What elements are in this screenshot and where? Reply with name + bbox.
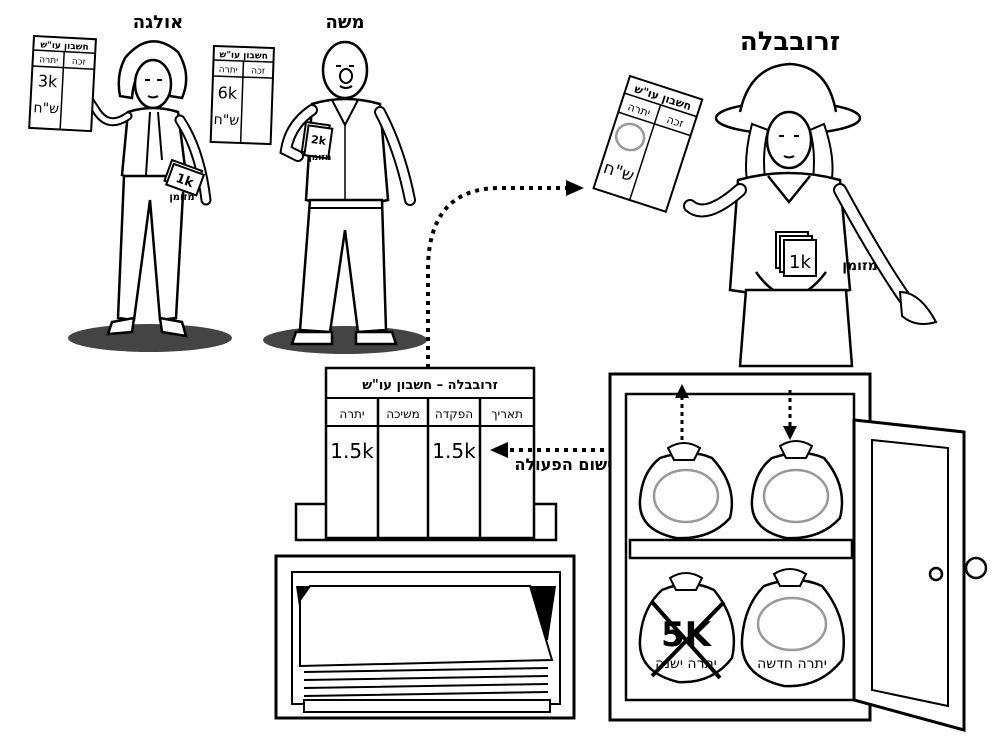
ledger-col-withdrawal: משיכה xyxy=(386,407,420,421)
olga-shadow xyxy=(68,324,232,352)
moshe-card-header: חשבון עו"ש xyxy=(219,50,268,62)
bag-old-balance: 5K יתרה ישנה xyxy=(638,572,736,684)
new-balance-label: יתרה חדשה xyxy=(757,656,827,672)
olga-account-card: חשבון עו"ש זכה יתרה 3k ש"ח xyxy=(28,34,97,133)
zerubavela-card-empty-balance xyxy=(614,122,646,152)
ledger-sheet: זרובבלה – חשבון עו"ש תאריך הפקדה משיכה י… xyxy=(324,366,536,540)
moshe-cash-label: מזומן xyxy=(309,153,332,163)
olga-card-currency: ש"ח xyxy=(33,100,59,117)
flow-arrow-to-zerubavela xyxy=(426,186,566,368)
olga-card-header: חשבון עו"ש xyxy=(40,40,89,53)
record-arrowhead xyxy=(490,442,508,458)
zerubavela-card-credit-col: זכה xyxy=(665,113,685,131)
zerubavela-figure xyxy=(683,62,938,368)
record-label: רישום הפעולה xyxy=(514,455,621,474)
olga-name: אולגה xyxy=(133,12,184,33)
moshe-name: משה xyxy=(325,12,364,33)
ledger-title: זרובבלה – חשבון עו"ש xyxy=(362,378,498,393)
moshe-figure xyxy=(263,40,427,354)
ledger-balance-value: 1.5k xyxy=(330,439,374,463)
olga-card-balance-value: 3k xyxy=(37,71,58,91)
moshe-card-currency: ש"ח xyxy=(213,112,239,129)
olga-card-credit-col: זכה xyxy=(72,57,86,68)
moshe-card-balance-col: יתרה xyxy=(219,65,238,76)
deposit-arrowhead xyxy=(783,426,797,440)
withdraw-arrowhead xyxy=(675,384,689,398)
bag-top-left xyxy=(638,442,734,540)
moshe-cash: 2k xyxy=(300,120,334,160)
moshe-card-credit-col: זכה xyxy=(251,66,265,76)
zerubavela-account-card: חשבון עו"ש זכה יתרה ש"ח xyxy=(592,74,704,213)
safe-dial-icon[interactable] xyxy=(928,566,944,582)
bag-new-balance: יתרה חדשה xyxy=(740,568,846,688)
olga-cash: 1k xyxy=(163,158,206,197)
safe-door[interactable] xyxy=(852,418,966,732)
zerubavela-cash: 1k xyxy=(775,231,817,277)
moshe-account-card: חשבון עו"ש זכה יתרה 6k ש"ח xyxy=(209,44,275,146)
moshe-card-balance-value: 6k xyxy=(217,83,238,103)
moshe-shadow xyxy=(263,326,427,354)
ledger-col-balance: יתרה xyxy=(339,407,364,421)
olga-cash-note: 1k xyxy=(174,171,196,191)
flow-arrowhead-to-zerubavela xyxy=(566,180,584,196)
ledger-col-date: תאריך xyxy=(491,407,523,421)
olga-figure xyxy=(68,40,232,352)
printer xyxy=(274,502,576,720)
ledger-deposit-value: 1.5k xyxy=(432,439,476,463)
zerubavela-cash-note: 1k xyxy=(789,252,811,273)
bag-top-right xyxy=(750,440,844,540)
olga-card-balance-col: יתרה xyxy=(39,55,58,66)
ledger-col-deposit: הפקדה xyxy=(435,407,473,421)
zerubavela-cash-label: מזומן xyxy=(842,258,877,274)
olga-cash-label: מזומן xyxy=(169,192,194,203)
moshe-cash-note: 2k xyxy=(310,133,327,148)
zerubavela-name: זרובבלה xyxy=(740,27,840,57)
